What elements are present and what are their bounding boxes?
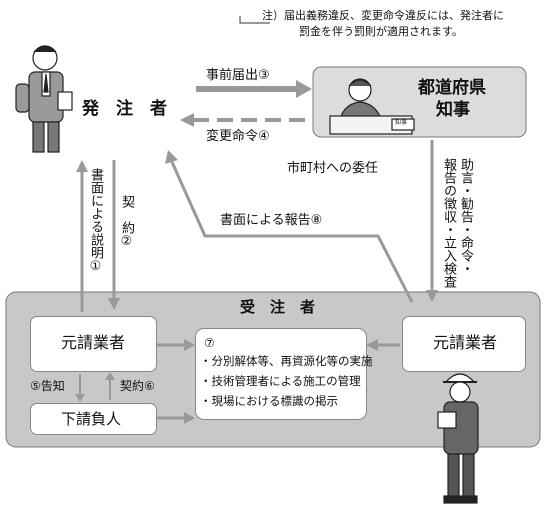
duties-box: ⑦ ・分別解体等、再資源化等の実施 ・技術管理者による施工の管理 ・現場における… [195,328,373,420]
contract6-label: 契約⑥ [120,379,155,393]
report-collection-label: 報告の徴収・立入検査 [441,158,456,288]
duty-item: ・分別解体等、再資源化等の実施 [200,354,373,368]
duties-number: ⑦ [204,336,215,350]
governor-label-line2: 知事 [436,100,470,120]
worker-illustration [437,373,479,504]
written-report-arrow [170,161,414,303]
desk-sign: 知事 [395,119,408,126]
note-bracket [239,16,270,24]
note-line-1: 注）届出義務違反、変更命令違反には、発注者に [262,9,504,22]
written-report-label: 書面による報告⑧ [220,213,323,228]
contractor-group-label: 受 注 者 [240,298,316,316]
prime-contractor-box-left: 元請業者 [30,316,157,372]
orderer-illustration [15,45,73,153]
duty-item: ・現場における標識の掲示 [200,394,338,408]
written-explanation-label: 書面による説明① [88,168,103,274]
subcontractor-box: 下請負人 [30,403,157,435]
advice-label: 助言・勧告・命令・ [458,158,473,275]
prime-contractor-label-right: 元請業者 [433,333,498,352]
duty-item: ・技術管理者による施工の管理 [200,374,361,388]
change-order-label: 変更命令④ [206,129,270,144]
note-line-2: 罰金を伴う罰則が適用されます。 [299,25,463,38]
prior-notice-label: 事前届出③ [206,68,270,83]
contract-label: 契 約② [119,195,134,249]
notice5-label: ⑤告知 [30,379,65,393]
subcontractor-label: 下請負人 [61,410,122,428]
governor-label-line1: 都道府県 [418,78,486,98]
prime-contractor-label-left: 元請業者 [61,333,126,352]
orderer-label: 発 注 者 [82,99,167,119]
prime-contractor-box-right: 元請業者 [402,316,526,372]
governor-illustration [329,78,415,135]
delegation-label: 市町村への委任 [287,161,379,176]
